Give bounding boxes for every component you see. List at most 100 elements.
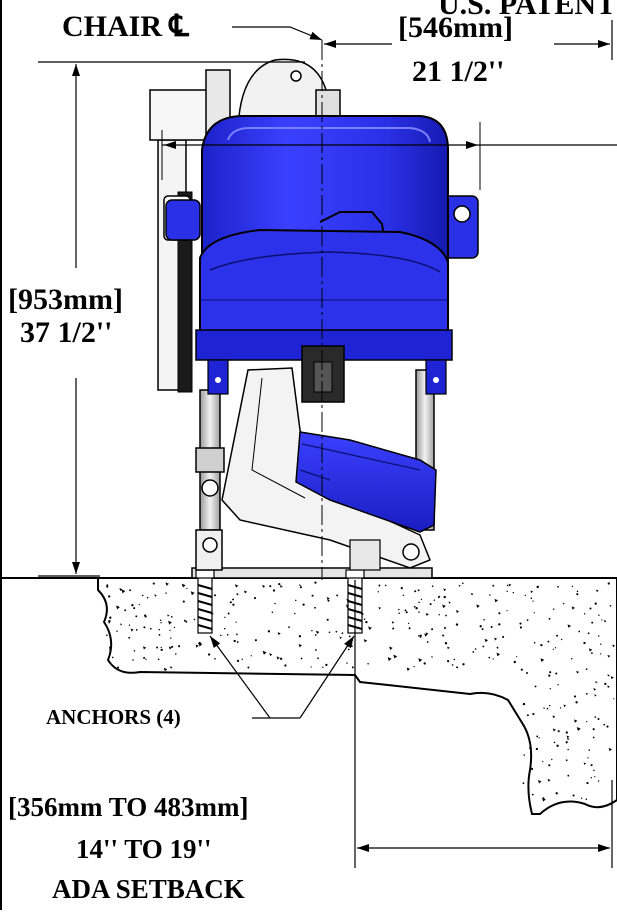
concrete-speckle xyxy=(585,668,588,671)
concrete-speckle xyxy=(156,646,159,649)
concrete-speckle xyxy=(138,603,140,606)
concrete-speckle xyxy=(523,754,525,756)
concrete-speckle xyxy=(576,593,579,596)
concrete-speckle xyxy=(405,611,408,614)
concrete-speckle xyxy=(594,716,597,718)
concrete-speckle xyxy=(133,607,136,610)
concrete-speckle xyxy=(146,596,149,599)
concrete-speckle xyxy=(109,616,112,619)
concrete-speckle xyxy=(438,595,441,598)
concrete-speckle xyxy=(470,592,474,596)
concrete-speckle xyxy=(310,666,312,668)
concrete-speckle xyxy=(534,685,537,688)
concrete-speckle xyxy=(529,747,532,750)
concrete-speckle xyxy=(284,664,287,667)
concrete-speckle xyxy=(407,622,410,625)
concrete-speckle xyxy=(609,604,612,607)
concrete-speckle xyxy=(506,610,508,612)
anchors-leader-right xyxy=(299,635,355,719)
concrete-speckle xyxy=(552,728,556,732)
concrete-speckle xyxy=(598,614,600,616)
concrete-speckles xyxy=(106,581,615,802)
concrete-speckle xyxy=(526,619,529,621)
concrete-speckle xyxy=(351,666,354,669)
concrete-speckle xyxy=(443,626,447,630)
concrete-speckle xyxy=(325,663,328,667)
concrete-speckle xyxy=(328,631,331,634)
concrete-speckle xyxy=(567,774,570,777)
concrete-speckle xyxy=(220,634,222,637)
concrete-speckle xyxy=(597,717,600,721)
concrete-speckle xyxy=(489,594,491,596)
concrete-speckle xyxy=(278,582,281,586)
concrete-speckle xyxy=(557,585,559,588)
concrete-speckle xyxy=(578,630,581,633)
concrete-speckle xyxy=(571,585,574,588)
concrete-speckle xyxy=(178,645,181,648)
centerline-leader xyxy=(232,26,323,41)
concrete-speckle xyxy=(542,797,545,800)
concrete-speckle xyxy=(543,707,545,709)
concrete-speckle xyxy=(235,633,239,636)
concrete-speckle xyxy=(335,630,338,633)
concrete-speckle xyxy=(170,615,173,618)
concrete-speckle xyxy=(152,582,155,585)
concrete-speckle xyxy=(160,646,162,649)
concrete-speckle xyxy=(524,594,526,597)
concrete-speckle xyxy=(400,587,403,590)
concrete-speckle xyxy=(227,612,230,615)
concrete-speckle xyxy=(365,620,368,624)
concrete-speckle xyxy=(168,620,172,625)
concrete-speckle xyxy=(165,582,169,586)
patent-label: U.S. PATENT xyxy=(438,0,617,21)
concrete-speckle xyxy=(387,657,392,662)
concrete-speckle xyxy=(181,583,186,588)
concrete-speckle xyxy=(143,626,146,629)
concrete-speckle xyxy=(604,682,607,686)
concrete-speckle xyxy=(182,600,185,603)
concrete-speckle xyxy=(453,658,456,661)
concrete-speckle xyxy=(586,721,588,723)
concrete-speckle xyxy=(506,590,508,593)
concrete-speckle xyxy=(455,623,459,626)
concrete-speckle xyxy=(431,656,433,658)
concrete-speckle xyxy=(389,646,393,650)
concrete-speckle xyxy=(557,684,559,686)
concrete-speckle xyxy=(530,767,534,771)
concrete-speckle xyxy=(429,603,432,606)
concrete-speckle xyxy=(590,764,593,767)
concrete-speckle xyxy=(484,638,489,643)
concrete-speckle xyxy=(526,672,528,674)
chair-seat xyxy=(165,115,479,403)
concrete-speckle xyxy=(559,707,562,709)
concrete-speckle xyxy=(121,589,126,594)
concrete-speckle xyxy=(298,643,303,648)
concrete-speckle xyxy=(279,657,283,660)
concrete-speckle xyxy=(115,605,120,610)
anchors-label: ANCHORS (4) xyxy=(46,705,181,729)
concrete-speckle xyxy=(462,663,465,666)
concrete-speckle xyxy=(413,665,415,668)
concrete-speckle xyxy=(223,627,226,630)
concrete-speckle xyxy=(183,619,187,623)
concrete-speckle xyxy=(158,634,161,636)
concrete-speckle xyxy=(570,657,573,660)
concrete-speckle xyxy=(326,596,330,601)
concrete-speckle xyxy=(159,619,162,622)
concrete-speckle xyxy=(168,646,172,650)
setback-title-label: ADA SETBACK xyxy=(52,874,245,904)
concrete-speckle xyxy=(171,645,174,648)
concrete-speckle xyxy=(124,609,127,612)
concrete-speckle xyxy=(571,606,575,610)
concrete-speckle xyxy=(130,628,134,632)
concrete-speckle xyxy=(413,605,416,608)
concrete-speckle xyxy=(106,584,109,587)
concrete-speckle xyxy=(214,594,216,597)
concrete-speckle xyxy=(502,635,505,639)
concrete-speckle xyxy=(587,632,590,635)
concrete-speckle xyxy=(492,658,494,660)
seat-width-arrowhead xyxy=(164,141,176,149)
concrete-speckle xyxy=(160,622,162,624)
concrete-speckle xyxy=(549,688,551,690)
concrete-speckle xyxy=(128,636,131,639)
